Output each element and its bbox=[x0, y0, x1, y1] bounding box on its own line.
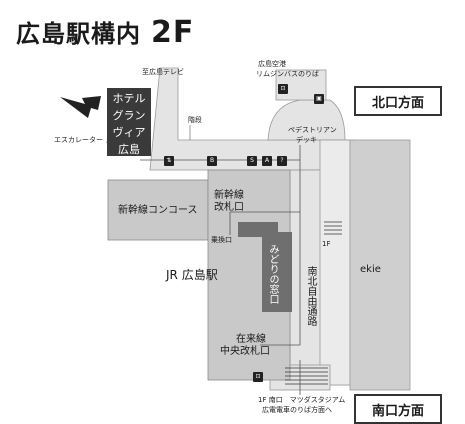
hotel-line-2: グラン bbox=[112, 109, 146, 122]
airport-bus-label-2: リムジンバスのりば bbox=[256, 70, 319, 78]
hotel-line-4: 広島 bbox=[118, 143, 140, 156]
ekie-area bbox=[349, 139, 411, 391]
book-icon: B bbox=[207, 156, 217, 166]
transfer-gate-label: 乗換口 bbox=[211, 236, 232, 244]
down-1f-label: 1F bbox=[322, 240, 331, 248]
station-name: 広島駅構内 bbox=[16, 20, 141, 48]
hotel-granvia-block: ホテル グラン ヴィア 広島 bbox=[107, 88, 151, 156]
midori-area bbox=[262, 232, 292, 312]
east-stairs bbox=[324, 221, 342, 235]
shinkansen-gate-label-2: 改札口 bbox=[214, 202, 244, 213]
airport-bus-label-1: 広島空港 bbox=[258, 60, 286, 68]
south-exit-box: 南口方面 bbox=[354, 394, 442, 424]
stairs-label: 階段 bbox=[188, 116, 202, 124]
hotel-line-1: ホテル bbox=[112, 92, 146, 105]
elevator-icon: ⇅ bbox=[164, 156, 174, 166]
midori-label: みどりの窓口 bbox=[267, 244, 278, 304]
north-exit-box: 北口方面 bbox=[354, 86, 442, 116]
midori-top bbox=[238, 222, 278, 237]
map-title: 広島駅構内 2F bbox=[16, 14, 194, 50]
to-tv-label: 至広島テレビ bbox=[142, 68, 184, 76]
jr-station-label: JR 広島駅 bbox=[166, 268, 218, 282]
north-south-passage-label: 南北自由通路 bbox=[305, 266, 316, 326]
taxi-icon: ▣ bbox=[314, 94, 324, 104]
floor-label: 2F bbox=[151, 15, 195, 50]
pedestrian-label-2: デッキ bbox=[296, 136, 317, 144]
shinkansen-concourse-area bbox=[107, 179, 209, 241]
south-exit-note-2: 広電電車のりば方面へ bbox=[262, 406, 332, 414]
ekie-label: ekie bbox=[360, 264, 381, 275]
info-icon: ? bbox=[277, 156, 287, 166]
pedestrian-deck bbox=[267, 99, 346, 141]
zairai-gate-label-1: 在来線 bbox=[236, 334, 266, 345]
shop-icon: S bbox=[247, 156, 257, 166]
pedestrian-label-1: ペデストリアン bbox=[288, 126, 337, 134]
escalator-label: エスカレーター bbox=[54, 136, 103, 144]
hotel-line-3: ヴィア bbox=[112, 126, 146, 139]
shinkansen-gate-label-1: 新幹線 bbox=[214, 190, 244, 201]
zairai-gate-label-2: 中央改札口 bbox=[220, 346, 270, 357]
bus-icon-south: ⊡ bbox=[253, 372, 263, 382]
pointer-arrow bbox=[60, 96, 101, 118]
atm-icon: A bbox=[262, 156, 272, 166]
bus-icon: ⊡ bbox=[278, 84, 288, 94]
east-corridor bbox=[319, 139, 351, 386]
south-exit-note-1: 1F 南口 マツダスタジアム bbox=[258, 396, 346, 404]
route-lines bbox=[140, 145, 301, 395]
shinkansen-concourse-label: 新幹線コンコース bbox=[118, 205, 198, 216]
south-stairs bbox=[285, 367, 328, 385]
